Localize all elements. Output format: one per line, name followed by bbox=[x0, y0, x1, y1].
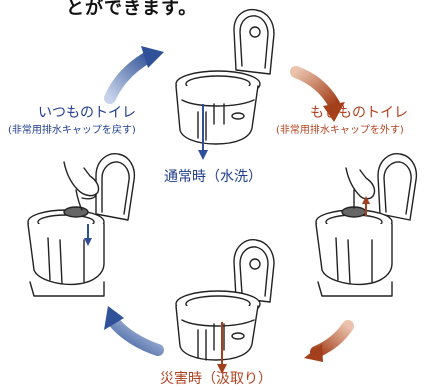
flush-arrow-icon bbox=[198, 104, 208, 160]
emergency-use-note: (非常用排水キャップを外す) bbox=[276, 125, 404, 136]
arrow-bottom-left bbox=[104, 306, 164, 356]
normal-use-title: いつものトイレ bbox=[38, 105, 136, 121]
normal-time-label: 通常時（水洗） bbox=[164, 169, 262, 185]
emergency-use-title: もしものトイレ bbox=[310, 105, 408, 121]
cap-return-arrow-icon bbox=[84, 224, 92, 246]
normal-use-note: (非常用排水キャップを戻す) bbox=[8, 125, 136, 136]
arrow-top-left bbox=[104, 46, 164, 104]
arrow-bottom-right bbox=[304, 320, 354, 362]
pumpout-arrow-icon bbox=[217, 322, 227, 374]
toilet-right-illustration bbox=[315, 153, 418, 297]
disaster-time-label: 災害時（汲取り） bbox=[160, 371, 272, 387]
toilet-disaster-illustration bbox=[175, 239, 275, 361]
toilet-normal-illustration bbox=[175, 8, 275, 145]
top-text: とができます。 bbox=[66, 0, 198, 19]
cap-remove-arrow-icon bbox=[362, 196, 370, 216]
arrow-top-right bbox=[290, 66, 345, 122]
toilet-left-illustration bbox=[27, 153, 136, 297]
